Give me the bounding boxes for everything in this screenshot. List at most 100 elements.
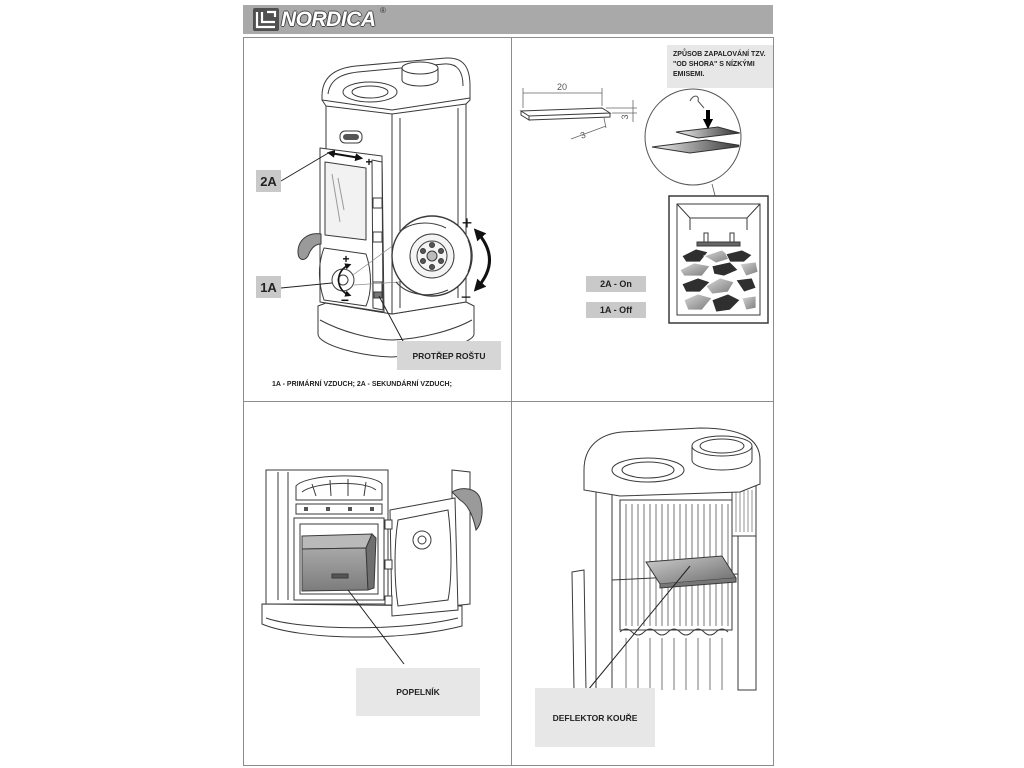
smoke-deflector-edge: [659, 578, 737, 589]
stove-top-rim: [321, 63, 471, 111]
hotplate-inner: [351, 85, 389, 99]
dimension-line-height: [606, 100, 637, 122]
flue-opening: [401, 61, 439, 75]
primary-air-minus-sign: −: [341, 292, 349, 308]
lighting-method-line-1: ZPŮSOB ZAPALOVÁNÍ TZV.: [673, 51, 766, 58]
firewood-log: [735, 277, 757, 293]
dimension-line-length: [522, 88, 603, 108]
label-1a: 1A: [256, 276, 281, 298]
rotation-plus-sign: +: [462, 213, 473, 233]
state-2a-on: 2A - On: [586, 276, 646, 292]
panel-ash-pan: POPELNÍK: [243, 401, 511, 765]
nameplate-inner: [343, 134, 359, 140]
primary-air-plus-sign: +: [342, 252, 349, 266]
firewood-logs: [679, 248, 759, 313]
control-signs: + + − + −: [341, 155, 472, 308]
firewood-log: [681, 248, 709, 263]
ash-compartment-inner: [299, 523, 379, 595]
kindling-stick-edges: [520, 111, 611, 121]
label-2a: 2A: [256, 170, 281, 192]
magnified-knob-ring: [416, 240, 448, 272]
secondary-air-plus-sign: +: [365, 155, 372, 169]
door-hinge: [372, 231, 383, 243]
horizontal-divider: [243, 401, 774, 402]
firewood-log: [741, 295, 757, 311]
magnifier-guide-line: [353, 281, 401, 286]
firebox-arch-detail: [301, 479, 377, 497]
state-1a-off: 1A - Off: [586, 302, 646, 318]
leader-line-1a: [280, 282, 333, 289]
firewood-log: [681, 277, 711, 293]
firewood-log: [679, 262, 711, 277]
air-legend-caption: 1A - PRIMÁRNÍ VZDUCH; 2A - SEKUNDÁRNÍ VZ…: [272, 381, 452, 388]
stove-base-trim: [265, 617, 459, 629]
brand-logo-icon: [253, 8, 279, 31]
lower-kindling-stick: [651, 139, 740, 154]
stove-front-illustration: [280, 57, 491, 358]
stove-cutaway-deflector-illustration: [571, 427, 761, 691]
label-ash-pan: POPELNÍK: [356, 668, 480, 716]
match: [689, 95, 705, 109]
firewood-log: [739, 261, 759, 277]
knob-hole: [438, 258, 444, 264]
door-hinge: [384, 595, 393, 606]
open-stove-ashpan-illustration: [261, 469, 483, 665]
knob-hole: [429, 264, 435, 270]
stove-base-trim: [319, 319, 473, 341]
brand-logo-text: NORDICA: [281, 8, 376, 31]
label-grate-shaker: PROTŘEP ROŠTU: [397, 341, 501, 370]
ash-pan-side: [365, 533, 377, 591]
door-hinge: [384, 559, 393, 570]
door-handle: [297, 233, 322, 260]
panel-air-controls: 2A 1A PROTŘEP ROŠTU 1A - PRIMÁRNÍ VZDUCH…: [243, 37, 511, 401]
glass-reflection: [331, 173, 345, 223]
firebox-roof: [676, 203, 761, 230]
door-lower-panel: [319, 247, 371, 307]
primary-air-detail-magnifier: [391, 215, 473, 297]
leader-line-deflector: [587, 565, 691, 691]
label-smoke-deflector: DEFLEKTOR KOUŘE: [535, 688, 655, 747]
logo-icon-stripes: [255, 10, 277, 29]
dimension-width-value: 3: [579, 130, 587, 141]
firewood-log: [711, 261, 739, 277]
knob-hole: [438, 248, 444, 254]
door-glass: [324, 161, 367, 241]
dimension-line-width: [570, 117, 607, 140]
firebox-fuel-stack: [668, 195, 769, 324]
header-bar: NORDICA ®: [243, 5, 773, 34]
door-handle: [451, 488, 483, 532]
magnifier-door-edge: [395, 222, 472, 296]
firebox-arch: [295, 475, 383, 501]
stove-body-edges: [277, 472, 289, 600]
primary-air-rotation-arrow: [337, 263, 352, 297]
registered-mark: ®: [380, 6, 386, 15]
flue-opening-inner: [699, 438, 745, 454]
door-air-knob: [412, 530, 432, 550]
magnified-knob-hub: [426, 250, 438, 262]
dimension-labels: 20 3 3: [557, 82, 630, 141]
top-down-lighting-illustration: [519, 88, 769, 324]
leader-line-ashpan: [347, 589, 405, 665]
firewood-log: [711, 293, 741, 313]
upper-baffle-hatching: [735, 490, 753, 532]
magnifier-guide-line: [352, 243, 396, 276]
firewood-log: [705, 277, 735, 295]
door-air-knob-center: [417, 535, 427, 545]
knob-hole: [429, 242, 435, 248]
hotplate-inner: [621, 461, 675, 479]
secondary-air-slider-arrow: [326, 149, 364, 162]
rotation-minus-sign: −: [461, 287, 472, 307]
grate-bar: [295, 503, 383, 515]
dimension-height-value: 3: [620, 114, 630, 119]
open-door: [389, 497, 459, 617]
knob-hole: [420, 248, 426, 254]
firebrick-wave: [619, 628, 729, 636]
lighting-method-note: ZPŮSOB ZAPALOVÁNÍ TZV. "OD SHORA" S NÍZK…: [667, 45, 773, 88]
firewood-log: [683, 293, 713, 311]
lighting-method-line-3: EMISEMI.: [673, 71, 705, 78]
lighting-method-line-2: "OD SHORA" S NÍZKÝMI: [673, 61, 755, 68]
dimension-length-value: 20: [557, 82, 567, 92]
grate-shaker-rod: [373, 291, 383, 299]
leader-line-grate: [378, 295, 405, 344]
